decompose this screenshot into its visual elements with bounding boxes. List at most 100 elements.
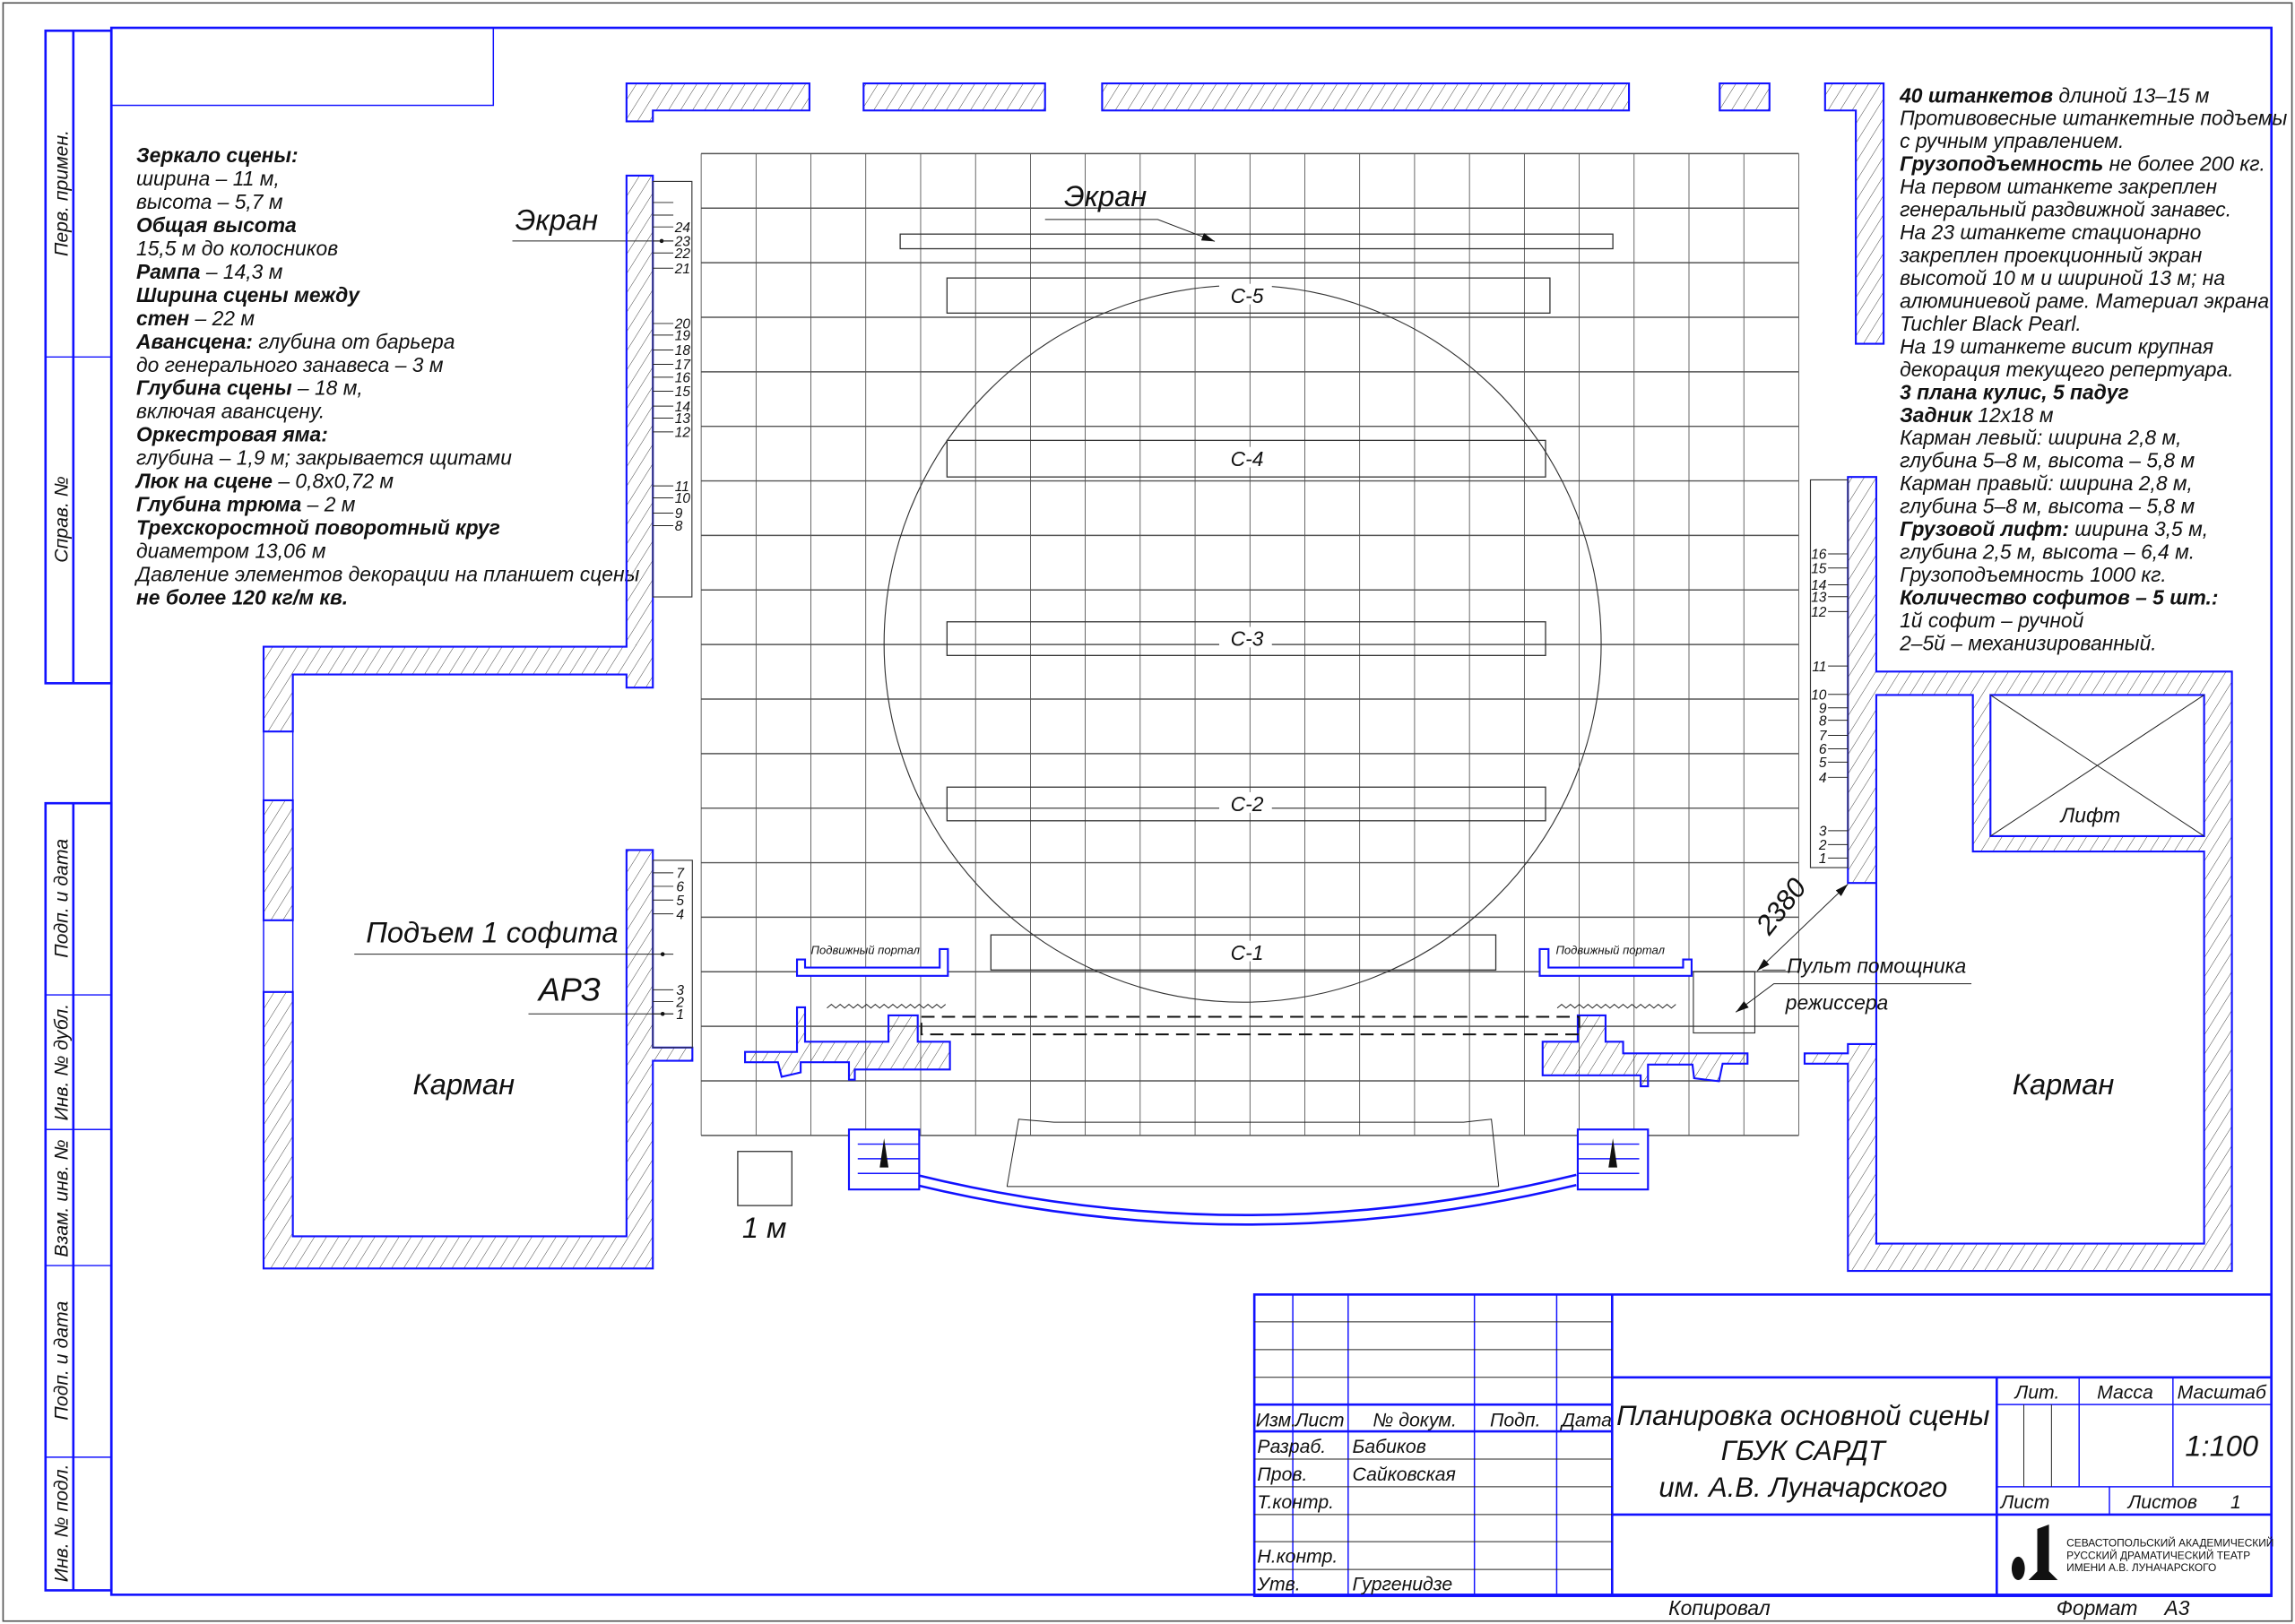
console-leader-arrow [1735, 983, 1972, 1013]
spec-text: – 0,8х0,72 м [273, 470, 394, 493]
batten-number: 13 [675, 411, 691, 427]
spec-line: ширина – 11 м, [136, 167, 280, 190]
title-person: Гургенидзе [1353, 1574, 1453, 1594]
orchestra-pit-barrier [915, 1173, 1577, 1226]
title-person: Бабиков [1353, 1437, 1426, 1457]
spec-heading: Грузоподъемность [1900, 152, 2103, 176]
batten-number: 6 [676, 880, 684, 895]
portal-label-left: Подвижный портал [811, 943, 921, 956]
title-role: Н.контр. [1257, 1546, 1338, 1567]
stage-specs-left: Зеркало сцены:ширина – 11 м,высота – 5,7… [134, 143, 640, 609]
spec-text: – 22 м [189, 307, 255, 330]
elevator-label: Лифт [2059, 803, 2120, 826]
strip-label: Перв. примен. [51, 130, 72, 256]
spec-line: высота – 5,7 м [136, 190, 283, 213]
spec-heading: стен [136, 307, 189, 330]
scale-square [737, 1151, 792, 1206]
batten-label: С-5 [1231, 284, 1264, 307]
batten-number: 12 [675, 426, 691, 441]
batten-number: 11 [1812, 660, 1826, 675]
spec-line: декорация текущего репертуара. [1900, 358, 2234, 381]
spec-line: На 19 штанкете висит крупная [1900, 334, 2213, 358]
screen-leader [1044, 219, 1216, 242]
spec-text: алюминиевой раме. Материал экрана [1900, 289, 2269, 312]
batten-label-bg [1218, 626, 1272, 648]
batten-number: 2 [1818, 838, 1827, 853]
console-label-line1: Пульт помощника [1787, 955, 1966, 978]
spec-text: не более 200 кг. [2103, 152, 2265, 176]
batten-number: 18 [675, 343, 691, 358]
format-label: Формат [2057, 1596, 2138, 1620]
header-sign: Подп. [1490, 1411, 1540, 1431]
batten-ticks: 2423222120191817161514131211109876543211… [653, 202, 1849, 1023]
curtain-zigzag-right [1556, 1004, 1676, 1009]
batten-number: 5 [676, 894, 684, 909]
projection-screen [899, 233, 1614, 250]
spec-line: диаметром 13,06 м [136, 539, 326, 562]
spec-line: 1й софит – ручной [1900, 609, 2084, 632]
console-label-line2: режиссера [1785, 990, 1889, 1014]
spec-line: Трехскоростной поворотный круг [136, 515, 500, 539]
upstage-wall-segment [1101, 82, 1631, 112]
spec-text: 12х18 м [1972, 403, 2054, 427]
upstage-wall-segment [625, 82, 810, 123]
batten-number: 20 [674, 317, 691, 333]
movable-portal-right [1538, 947, 1693, 977]
spec-line: Авансцена: глубина от барьера [135, 330, 455, 353]
leader-dot [660, 952, 665, 956]
title-role: Пров. [1257, 1464, 1307, 1485]
dimension-value: 2380 [1749, 872, 1813, 941]
spec-text: длиной 13–15 м [2053, 83, 2210, 107]
spec-line: Грузовой лифт: ширина 3,5 м, [1900, 517, 2208, 540]
spec-heading: Глубина трюма [136, 493, 302, 516]
curtain-zigzag-left [827, 1004, 947, 1009]
dimension-line [1756, 884, 1849, 972]
sheet-label: Лист [1999, 1492, 2050, 1513]
svg-text:СЕВАСТОПОЛЬСКИЙ АКАДЕМИЧЕСКИЙ: СЕВАСТОПОЛЬСКИЙ АКАДЕМИЧЕСКИЙ [2066, 1535, 2273, 1549]
spec-heading: Задник [1900, 403, 1973, 427]
batten-number: 4 [1819, 771, 1827, 786]
left-pocket-wall-lower [262, 849, 694, 1270]
strip-label: Подп. и дата [51, 1301, 72, 1421]
strip-label: Взам. инв. № [51, 1139, 72, 1257]
stage-grid [700, 152, 1799, 1136]
batten-number: 3 [1819, 825, 1827, 840]
batten-number: 14 [675, 400, 691, 415]
copied-label: Копировал [1668, 1596, 1771, 1620]
spec-heading: Рампа [136, 260, 201, 283]
spec-line: до генерального занавеса – 3 м [136, 353, 444, 376]
header-doc: № докум. [1373, 1411, 1456, 1431]
spec-line: Давление элементов декорации на планшет … [134, 562, 640, 585]
elevator-shaft [1989, 694, 2205, 837]
spec-heading: 3 плана кулис, 5 падуг [1900, 380, 2129, 403]
strip-label: Подп. и дата [51, 839, 72, 958]
spec-text: ширина – 11 м, [136, 167, 280, 190]
spec-line: Оркестровая яма: [136, 423, 328, 446]
lit-label: Лит. [2014, 1383, 2060, 1404]
drawing-title-1: Планировка основной сцены [1616, 1400, 1990, 1431]
spec-line: глубина 5–8 м, высота – 5,8 м [1900, 449, 2195, 472]
spec-line: не более 120 кг/м кв. [136, 585, 348, 609]
spec-text: высота – 5,7 м [136, 190, 283, 213]
fire-curtain-dashed [920, 1015, 1581, 1036]
spec-line: 3 плана кулис, 5 падуг [1900, 380, 2129, 403]
spec-line: Люк на сцене – 0,8х0,72 м [134, 470, 394, 493]
batten-label: С-3 [1231, 627, 1264, 651]
batten-scale-right [1809, 479, 1849, 868]
batten-number: 21 [674, 262, 690, 277]
lighting-battens: С-5С-4С-3С-2С-1 [946, 277, 1551, 971]
top-left-box [110, 27, 495, 107]
spec-text: Tuchler Black Pearl. [1900, 312, 2082, 335]
spec-heading: Трехскоростной поворотный круг [136, 515, 500, 539]
spec-heading: Люк на сцене [134, 470, 273, 493]
batten-number: 8 [675, 519, 683, 534]
screen-label-left: Экран [515, 203, 598, 236]
spec-text: глубина – 1,9 м; закрывается щитами [136, 446, 512, 470]
spec-line: На 23 штанкете стационарно [1900, 220, 2201, 244]
title-role: Разраб. [1257, 1437, 1326, 1457]
spec-text: На 23 штанкете стационарно [1900, 220, 2201, 244]
spec-text: На первом штанкете закреплен [1900, 175, 2217, 198]
spec-text: Карман правый: ширина 2,8 м, [1900, 471, 2193, 495]
spec-heading: не более 120 кг/м кв. [136, 585, 348, 609]
batten-number: 17 [675, 358, 692, 373]
